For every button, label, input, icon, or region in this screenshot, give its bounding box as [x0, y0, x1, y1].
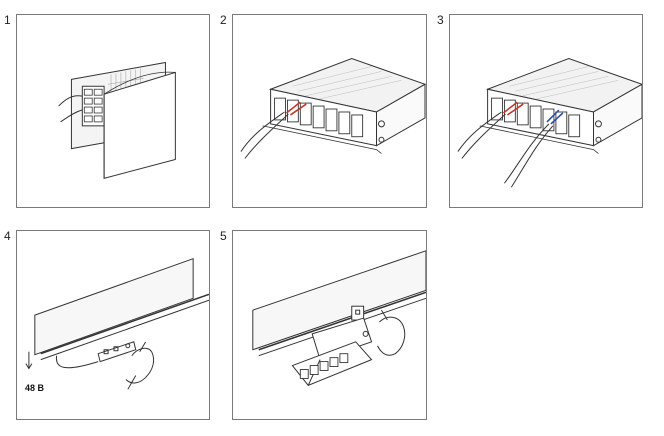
- step-4-illustration: [25, 258, 209, 390]
- step-5-illustration: [252, 250, 426, 386]
- voltage-callout: 48 В: [25, 383, 45, 393]
- step-3-panel: [449, 14, 643, 208]
- step-number-4: 4: [4, 229, 11, 243]
- step-number-2: 2: [220, 13, 227, 27]
- step-number-1: 1: [4, 13, 11, 27]
- step-2-illustration: [240, 58, 426, 159]
- step-3-illustration: [457, 58, 642, 188]
- step-5-panel: [232, 230, 427, 420]
- step-number-3: 3: [437, 13, 444, 27]
- step-number-5: 5: [220, 229, 227, 243]
- step-4-panel: 48 В: [16, 230, 210, 420]
- step-2-panel: [232, 14, 427, 208]
- step-1-illustration: [58, 61, 176, 179]
- step-1-panel: [16, 14, 210, 208]
